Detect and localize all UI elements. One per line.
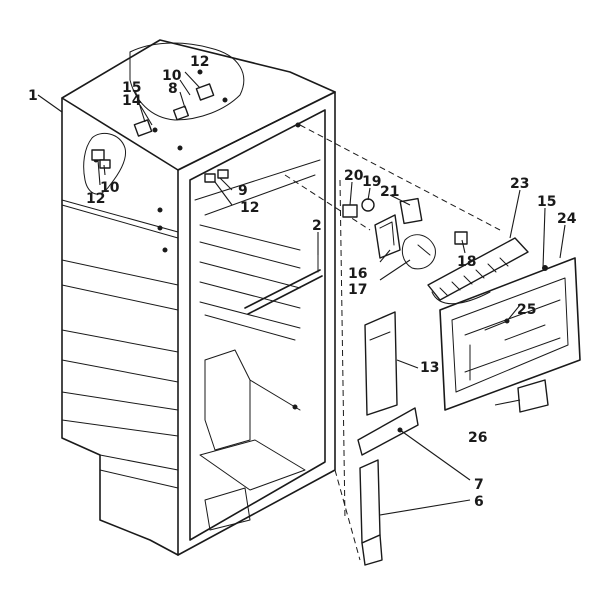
callout-23: 23 (510, 176, 529, 192)
callout-8: 8 (168, 81, 178, 97)
shelf-rod (244, 234, 323, 315)
callout-12: 12 (240, 200, 259, 216)
callout-26: 26 (468, 430, 487, 446)
callout-14: 14 (122, 93, 142, 109)
callout-10: 10 (162, 68, 182, 84)
callout-17: 17 (348, 282, 367, 298)
callout-18: 18 (457, 254, 476, 270)
cabinet-liner (61, 39, 336, 556)
callout-12: 12 (190, 54, 209, 70)
lower-duct (359, 459, 383, 566)
callout-21: 21 (380, 184, 399, 200)
fan-motor-assembly (342, 197, 468, 270)
callout-10: 10 (100, 180, 120, 196)
callout-1: 1 (28, 88, 38, 104)
insulation-pad (517, 379, 549, 413)
screw-fasteners (93, 69, 301, 410)
callout-25: 25 (517, 302, 536, 318)
phantom-lines (284, 124, 501, 561)
air-duct (364, 311, 398, 416)
evaporator-coil (427, 237, 548, 305)
callout-7: 7 (474, 477, 484, 493)
callout-16: 16 (348, 266, 367, 282)
callout-15: 15 (537, 194, 556, 210)
callout-24: 24 (557, 211, 577, 227)
callout-13: 13 (420, 360, 439, 376)
callout-2: 2 (312, 218, 322, 234)
callout-9: 9 (238, 183, 248, 199)
callout-12: 12 (86, 191, 105, 207)
callout-19: 19 (362, 174, 381, 190)
callout-15: 15 (122, 80, 141, 96)
evaporator-cover (439, 257, 581, 411)
callout-labels: 1 12 10 15 14 8 10 12 9 12 2 20 19 21 23… (28, 54, 577, 510)
top-control-parts (91, 83, 229, 183)
callout-6: 6 (474, 494, 484, 510)
callout-20: 20 (344, 168, 364, 184)
leader-lines (37, 71, 566, 516)
